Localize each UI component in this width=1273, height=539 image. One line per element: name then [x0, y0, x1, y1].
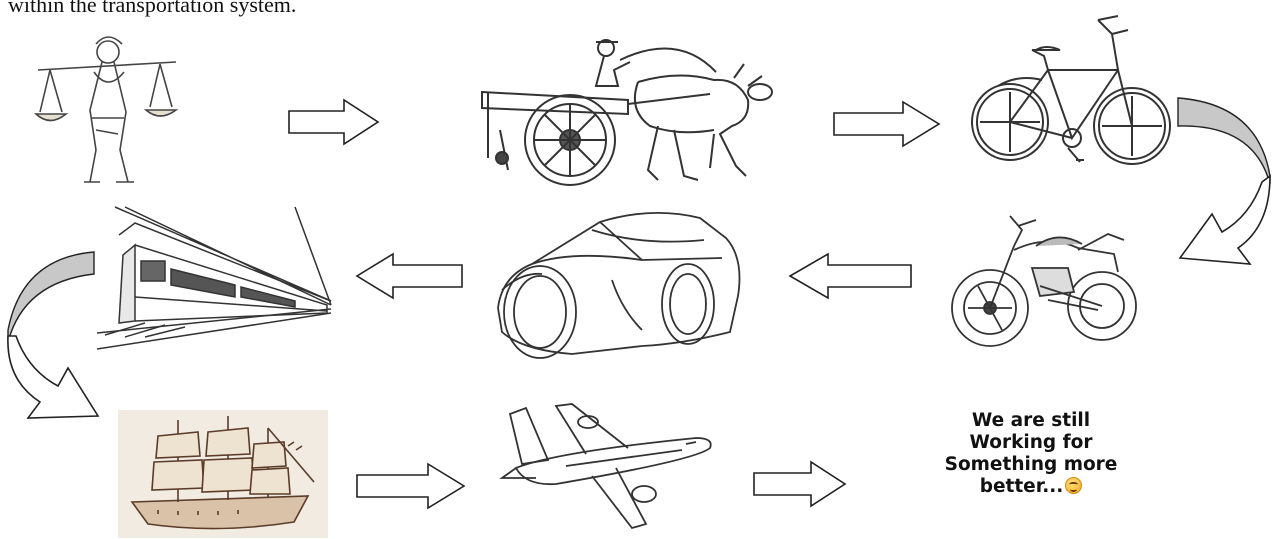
right-arrow-icon — [833, 100, 941, 153]
curved-arrow-icon — [1170, 96, 1273, 301]
airplane-icon — [496, 398, 718, 534]
message-line: Working for — [969, 432, 1093, 453]
right-arrow-icon — [356, 462, 466, 515]
left-arrow-icon — [788, 252, 912, 305]
message-line: We are still — [971, 410, 1091, 431]
caption-text: within the transportation system. — [8, 0, 297, 17]
porter-icon — [30, 22, 180, 187]
ship-icon — [118, 410, 328, 538]
left-arrow-icon — [355, 252, 463, 305]
right-arrow-icon — [753, 460, 847, 513]
message-line: better... — [979, 476, 1064, 497]
message-line: Something more — [944, 454, 1118, 475]
bullock-cart-icon — [478, 30, 780, 190]
motorcycle-icon — [948, 190, 1142, 352]
message-line-last: better... — [928, 476, 1134, 498]
right-arrow-icon — [288, 98, 380, 151]
future-message: We are still Working for Something more … — [928, 410, 1134, 498]
train-icon — [95, 205, 335, 353]
car-icon — [492, 200, 744, 368]
bicycle-icon — [968, 10, 1173, 182]
smiley-emoji-icon — [1065, 477, 1083, 494]
curved-arrow-icon — [2, 250, 104, 455]
